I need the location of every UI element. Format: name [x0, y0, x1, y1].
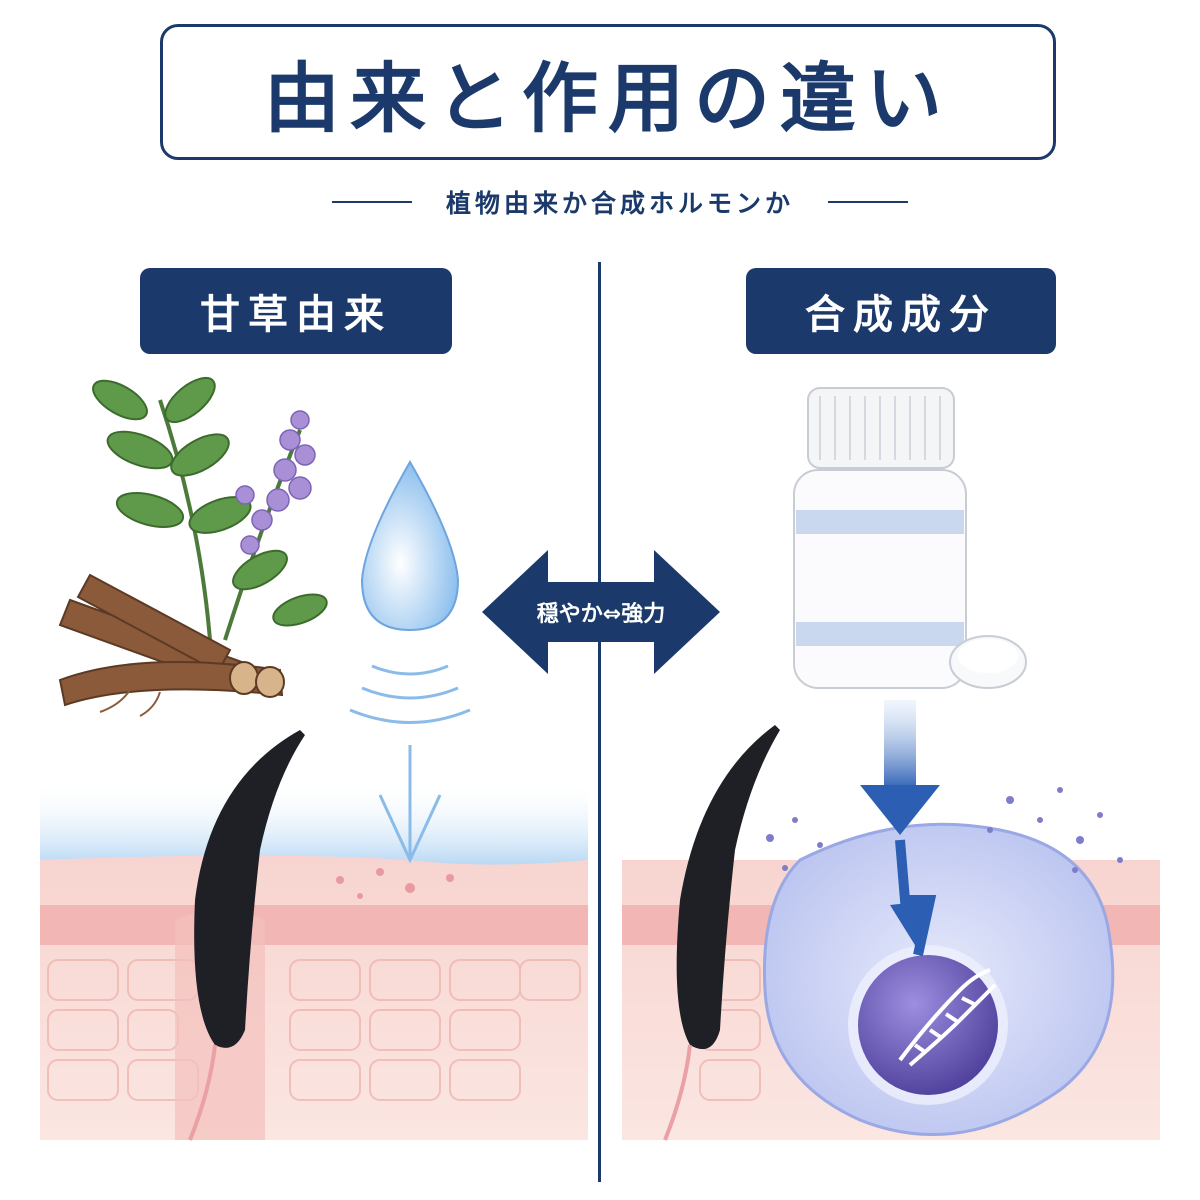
left-skin-illustration — [40, 730, 588, 1141]
pill-bottle-icon — [793, 387, 967, 689]
subtitle-line-left — [331, 201, 412, 203]
arrow-label: 穏やか⇔強力 — [536, 602, 666, 627]
subtitle-line-right — [828, 201, 908, 203]
dna-icon — [898, 968, 997, 1067]
center-divider — [598, 262, 601, 1182]
left-label: 甘草由来 — [140, 268, 452, 354]
title-box: 由来と作用の違い — [160, 24, 1056, 160]
right-label: 合成成分 — [746, 268, 1056, 354]
cell-nucleus-icon — [762, 787, 1123, 1136]
water-drop-icon — [349, 459, 471, 864]
tablet-icon — [949, 635, 1027, 689]
subtitle: 植物由来か合成ホルモンか — [445, 189, 794, 218]
page-title: 由来と作用の違い — [264, 54, 952, 143]
down-arrow-icon — [860, 700, 940, 957]
double-arrow-shape — [482, 550, 720, 674]
subtitle-row: 植物由来か合成ホルモンか — [280, 180, 960, 224]
licorice-plant-icon — [58, 376, 328, 717]
